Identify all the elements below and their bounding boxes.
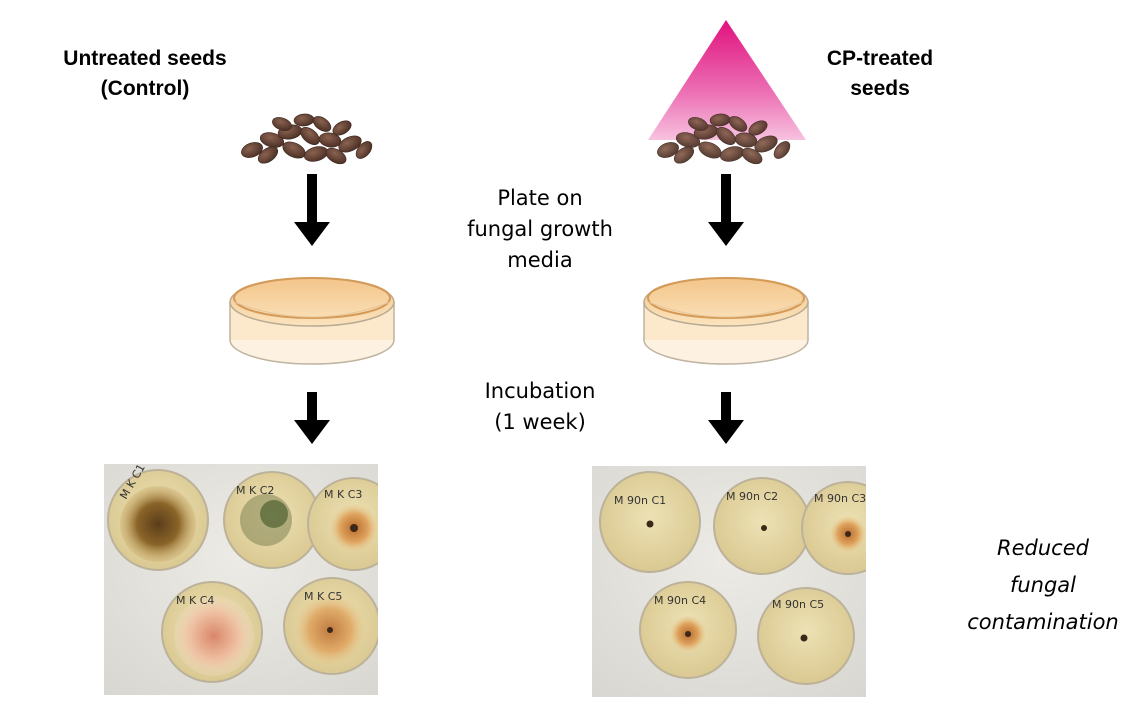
control-plate-c2 [223, 471, 321, 569]
control-plate-c5 [283, 577, 378, 675]
plating-line: fungal growth [467, 217, 613, 241]
arrow-down-icon [708, 392, 744, 444]
treated-title: CP-treated seeds [790, 44, 970, 104]
arrow-down-icon [708, 174, 744, 246]
plate-label: M 90n C1 [614, 494, 666, 507]
control-plate-c4 [161, 581, 263, 683]
incubation-step-label: Incubation (1 week) [440, 376, 640, 438]
result-line: contamination [967, 610, 1119, 634]
petri-dish-icon [229, 277, 395, 365]
control-title-line2: (Control) [100, 77, 190, 100]
arrow-down-icon [294, 174, 330, 246]
plate-label: M K C2 [236, 484, 274, 497]
result-line: fungal [1009, 573, 1077, 597]
control-title-line1: Untreated seeds [63, 47, 227, 70]
plate-label: M 90n C2 [726, 490, 778, 503]
plating-step-label: Plate on fungal growth media [440, 183, 640, 276]
plate-label: M 90n C4 [654, 594, 706, 607]
result-line: Reduced [997, 536, 1089, 560]
control-plate-c3 [307, 477, 378, 571]
treated-plate-c4 [639, 581, 737, 679]
plate-label: M K C4 [176, 594, 214, 607]
plate-label: M K C5 [304, 590, 342, 603]
plating-line: media [507, 248, 573, 272]
control-title: Untreated seeds (Control) [30, 44, 260, 104]
incubation-line: Incubation [484, 379, 596, 403]
result-label: Reduced fungal contamination [958, 530, 1128, 641]
treated-plate-c1 [599, 471, 701, 573]
control-plates-photo: M K C1 M K C2 M K C3 M K C4 M K C5 [104, 464, 378, 695]
plating-line: Plate on [497, 186, 583, 210]
petri-dish-icon [643, 277, 809, 365]
plasma-cone [648, 20, 806, 140]
incubation-line: (1 week) [494, 410, 586, 434]
treated-title-line1: CP-treated [826, 47, 934, 70]
plate-label: M K C3 [324, 488, 362, 501]
treated-plates-photo: M 90n C1 M 90n C2 M 90n C3 M 90n C4 M 90… [592, 466, 866, 697]
treated-seed-pile [657, 113, 791, 165]
control-plate-c1 [107, 469, 209, 571]
treated-plate-c3 [801, 481, 866, 575]
control-seed-pile [241, 113, 373, 165]
treated-plate-c5 [757, 587, 855, 685]
plate-label: M 90n C5 [772, 598, 824, 611]
treated-title-line2: seeds [850, 77, 910, 100]
arrow-down-icon [294, 392, 330, 444]
plate-label: M 90n C3 [814, 492, 866, 505]
